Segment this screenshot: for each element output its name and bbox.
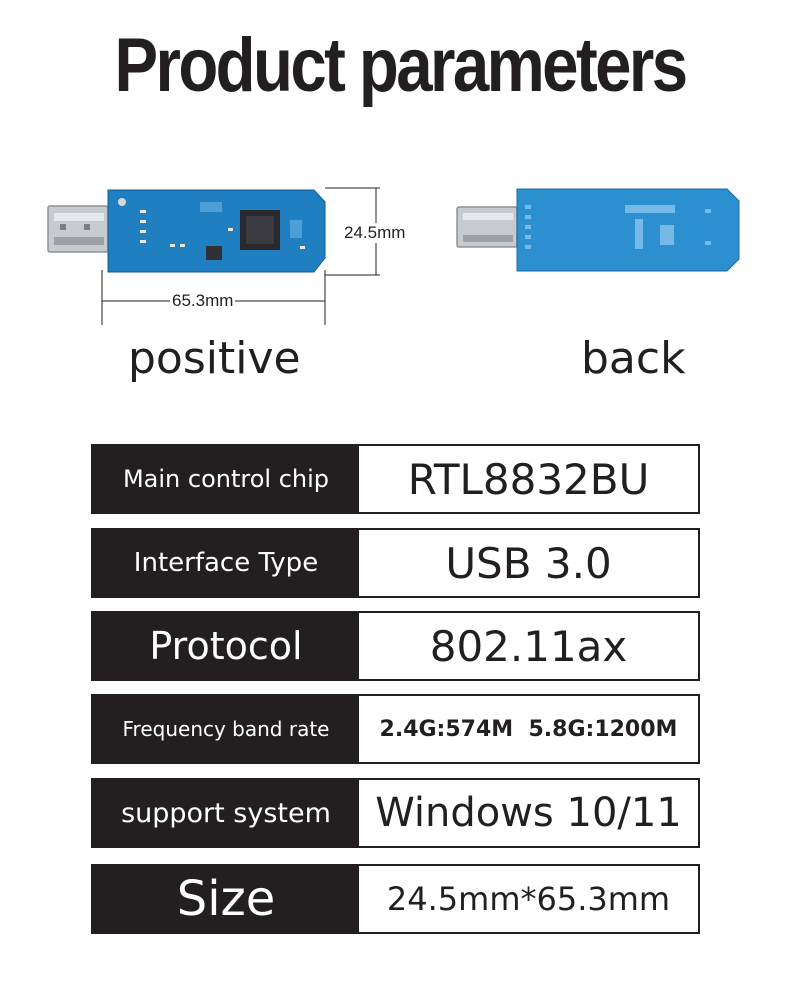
spec-label: support system — [93, 780, 359, 846]
spec-label: Frequency band rate — [93, 696, 359, 762]
adapter-back-image — [456, 188, 740, 272]
spec-row-interface: Interface Type USB 3.0 — [91, 528, 700, 598]
pcb-board-back — [516, 188, 740, 272]
spec-row-protocol: Protocol 802.11ax — [91, 611, 700, 681]
spec-value: 802.11ax — [359, 613, 698, 679]
usb-connector-back — [456, 206, 518, 248]
length-dimension-label: 65.3mm — [170, 291, 236, 311]
front-caption: positive — [128, 333, 301, 384]
spec-value: Windows 10/11 — [359, 780, 698, 846]
spec-row-system: support system Windows 10/11 — [91, 778, 700, 848]
height-dimension-label: 24.5mm — [342, 223, 408, 243]
spec-value: 24.5mm*65.3mm — [359, 866, 698, 932]
pcb-board — [107, 189, 326, 273]
back-caption: back — [581, 333, 686, 384]
spec-value: RTL8832BU — [359, 446, 698, 512]
spec-label: Protocol — [93, 613, 359, 679]
spec-label: Main control chip — [93, 446, 359, 512]
spec-label: Size — [93, 866, 359, 932]
spec-value: USB 3.0 — [359, 530, 698, 596]
page-title: Product parameters — [114, 23, 688, 108]
spec-value: 2.4G:574M 5.8G:1200M — [359, 696, 698, 762]
spec-row-frequency: Frequency band rate 2.4G:574M 5.8G:1200M — [91, 694, 700, 764]
usb-connector — [47, 205, 109, 253]
adapter-front-image — [47, 187, 380, 325]
spec-row-size: Size 24.5mm*65.3mm — [91, 864, 700, 934]
spec-label: Interface Type — [93, 530, 359, 596]
spec-row-main-chip: Main control chip RTL8832BU — [91, 444, 700, 514]
